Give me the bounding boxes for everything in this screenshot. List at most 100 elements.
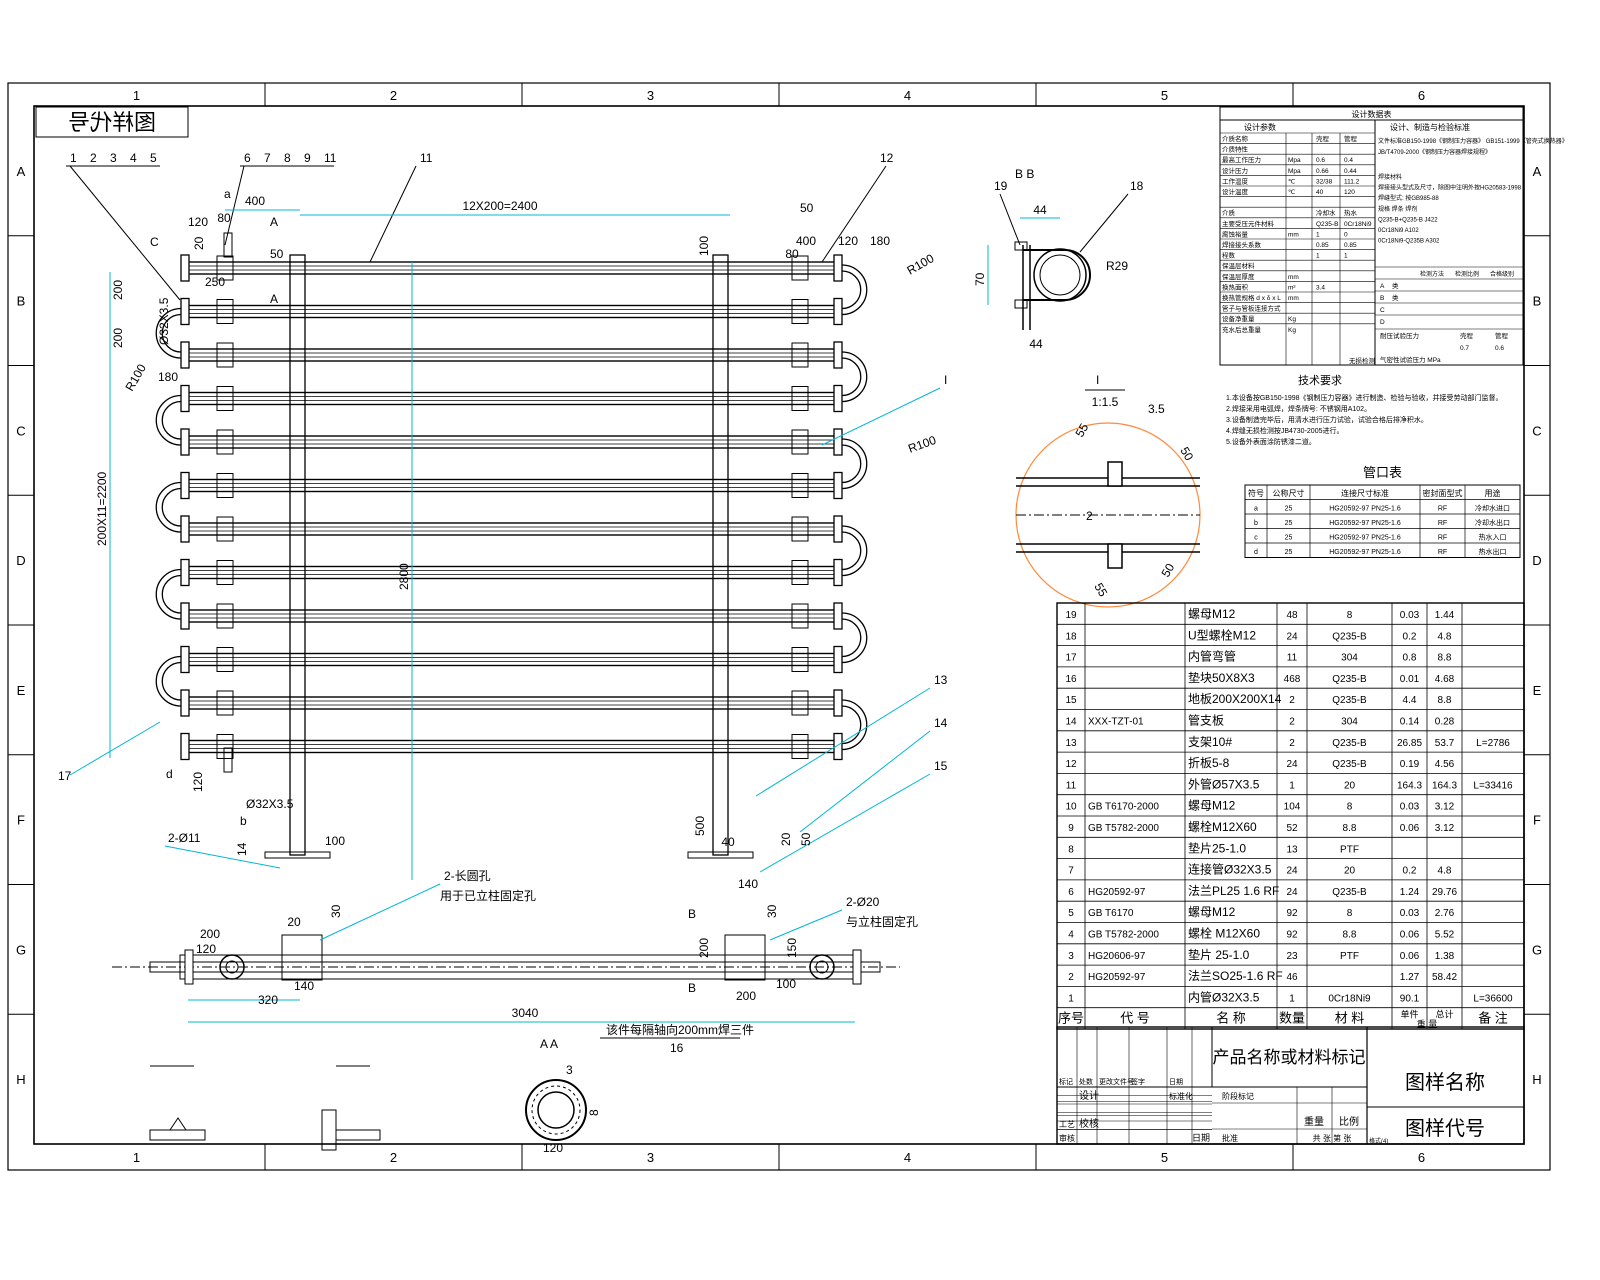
bom-cell: 11	[1287, 653, 1298, 664]
pipe-tee	[216, 734, 234, 759]
bom-cell: 1.27	[1400, 972, 1420, 983]
dim-200a: 200	[111, 280, 125, 300]
tech-req-title: 技术要求	[1298, 374, 1342, 387]
mirror-stamp: 图样代号	[35, 106, 189, 138]
bom-cell: Q235-B	[1332, 738, 1367, 749]
bom-cell: 6	[1068, 887, 1074, 898]
plan-B2: B	[688, 981, 696, 995]
bom-cell: 0.06	[1400, 930, 1420, 941]
zone-row-left: A	[17, 164, 26, 179]
detail-i: I 1:1.5 3.5 55 50 55 50 2	[1015, 373, 1201, 608]
detail-i-35: 3.5	[1148, 402, 1165, 416]
bom-cell: 法兰SO25-1.6 RF	[1188, 969, 1283, 983]
detail-i-50a: 50	[1177, 445, 1196, 464]
title-product: 产品名称或材料标记	[1213, 1048, 1366, 1067]
pipe-tee	[791, 255, 809, 281]
title-sheet-of: 共 张 第 张	[1313, 1133, 1352, 1143]
design-row-unit: Mpa	[1288, 157, 1301, 164]
pipe-tee	[791, 690, 809, 716]
pipe-flange	[180, 558, 190, 587]
r100-left: R100	[122, 361, 149, 393]
bom-cell: 11	[1066, 780, 1077, 791]
bom-cell: 90.1	[1400, 993, 1420, 1004]
pipe-tee	[791, 734, 809, 759]
bom-cell: 法兰PL25 1.6 RF	[1188, 884, 1279, 898]
zone-col-bottom: 1	[133, 1150, 140, 1165]
bom-cell: 支架10#	[1188, 735, 1232, 749]
bom-cell: 164.3	[1432, 780, 1457, 791]
bom-cell: 5	[1068, 908, 1074, 919]
plan-dim-150: 150	[785, 938, 799, 958]
bom-cell: L=36600	[1473, 993, 1513, 1004]
design-test-key: B	[1380, 295, 1384, 302]
design-row-name: 程数	[1222, 251, 1236, 260]
dim-20: 20	[192, 236, 206, 250]
title-small: 格式(4)	[1369, 1137, 1388, 1145]
pipe-flange	[180, 471, 190, 500]
nozzle-cell: 冷却水进口	[1475, 504, 1510, 513]
bom-cell: 1.38	[1435, 951, 1455, 962]
pipe-flange	[180, 341, 190, 369]
outer-pipe	[184, 652, 839, 667]
design-row-shell: 冷却水	[1316, 208, 1336, 217]
pipe-flange	[833, 254, 843, 282]
nozzle-cell: 25	[1285, 506, 1293, 513]
nozzle-cell: RF	[1438, 549, 1447, 556]
design-right-line: 0Cr18Ni9-Q235B A302	[1378, 239, 1440, 245]
plan-note-2a-sub: 用于已立柱固定孔	[440, 888, 536, 903]
bom-cell: HG20592-97	[1088, 972, 1146, 983]
detail-i-title: I	[1096, 373, 1099, 387]
design-row-name: 设计温度	[1222, 187, 1249, 196]
pipe-flange	[180, 297, 190, 326]
pipe-flange	[180, 254, 190, 282]
bom-cell: 8.8	[1438, 653, 1452, 664]
plan-B1: B	[688, 907, 696, 921]
design-row-tube: 0Cr18Ni9	[1344, 221, 1372, 228]
design-pressure-shell: 壳程	[1460, 331, 1474, 340]
bom-cell: 46	[1286, 972, 1298, 983]
zone-col-bottom: 3	[647, 1150, 654, 1165]
title-left-label: 日期	[1169, 1078, 1183, 1086]
label-12: 12	[880, 151, 894, 165]
design-right-line: 焊接材料	[1378, 173, 1402, 181]
section-aa: A A 该件每隔轴向200mm焊三件 16 3 8 120	[525, 1022, 754, 1155]
design-row-shell: 40	[1316, 189, 1324, 196]
design-pressure-a: 0.7	[1460, 345, 1469, 352]
bom-cell: 1	[1068, 993, 1074, 1004]
zone-row-left: E	[17, 683, 26, 698]
zone-row-right: B	[1533, 294, 1542, 309]
bom-cell: 2	[1289, 695, 1295, 706]
nozzle-cell: RF	[1438, 535, 1447, 542]
dim-r180: 180	[870, 234, 890, 248]
plan-dim-120: 120	[196, 942, 216, 956]
front-view	[155, 232, 868, 859]
dim-50: 50	[270, 247, 284, 261]
bom-cell: 0Cr18Ni9	[1328, 993, 1371, 1004]
design-row-name: 工作温度	[1222, 176, 1249, 185]
nozzle-head: 符号	[1248, 488, 1264, 498]
design-col-shell: 壳程	[1316, 134, 1330, 143]
u-bend	[841, 531, 862, 571]
label-15: 15	[934, 759, 948, 773]
pipe-flange	[833, 732, 843, 761]
bom-cell: 8	[1347, 908, 1353, 919]
bom-cell: 10	[1065, 802, 1077, 813]
zone-col-top: 4	[904, 88, 911, 103]
bom-cell: 0.2	[1403, 631, 1417, 642]
nozzle-cell: 热水出口	[1479, 547, 1507, 556]
zone-row-right: G	[1532, 942, 1542, 957]
bom-cell: 164.3	[1397, 780, 1422, 791]
bom-header: 总计	[1435, 1009, 1453, 1020]
mirror-stamp-text: 图样代号	[68, 110, 156, 135]
aa-8: 8	[587, 1109, 601, 1116]
callout-1: 1	[70, 151, 77, 165]
design-row-tube: 111.2	[1344, 178, 1360, 185]
bom-cell: U型螺栓M12	[1188, 627, 1256, 642]
pipe-tee	[216, 255, 234, 281]
bom-cell: 8.8	[1438, 695, 1452, 706]
u-bend	[155, 307, 182, 359]
pipe-tee	[791, 647, 809, 672]
nozzle-cell: HG20592-97 PN25-1.6	[1329, 506, 1401, 513]
bom-cell: 0.03	[1400, 610, 1420, 621]
title-approve: 批准	[1222, 1133, 1238, 1143]
